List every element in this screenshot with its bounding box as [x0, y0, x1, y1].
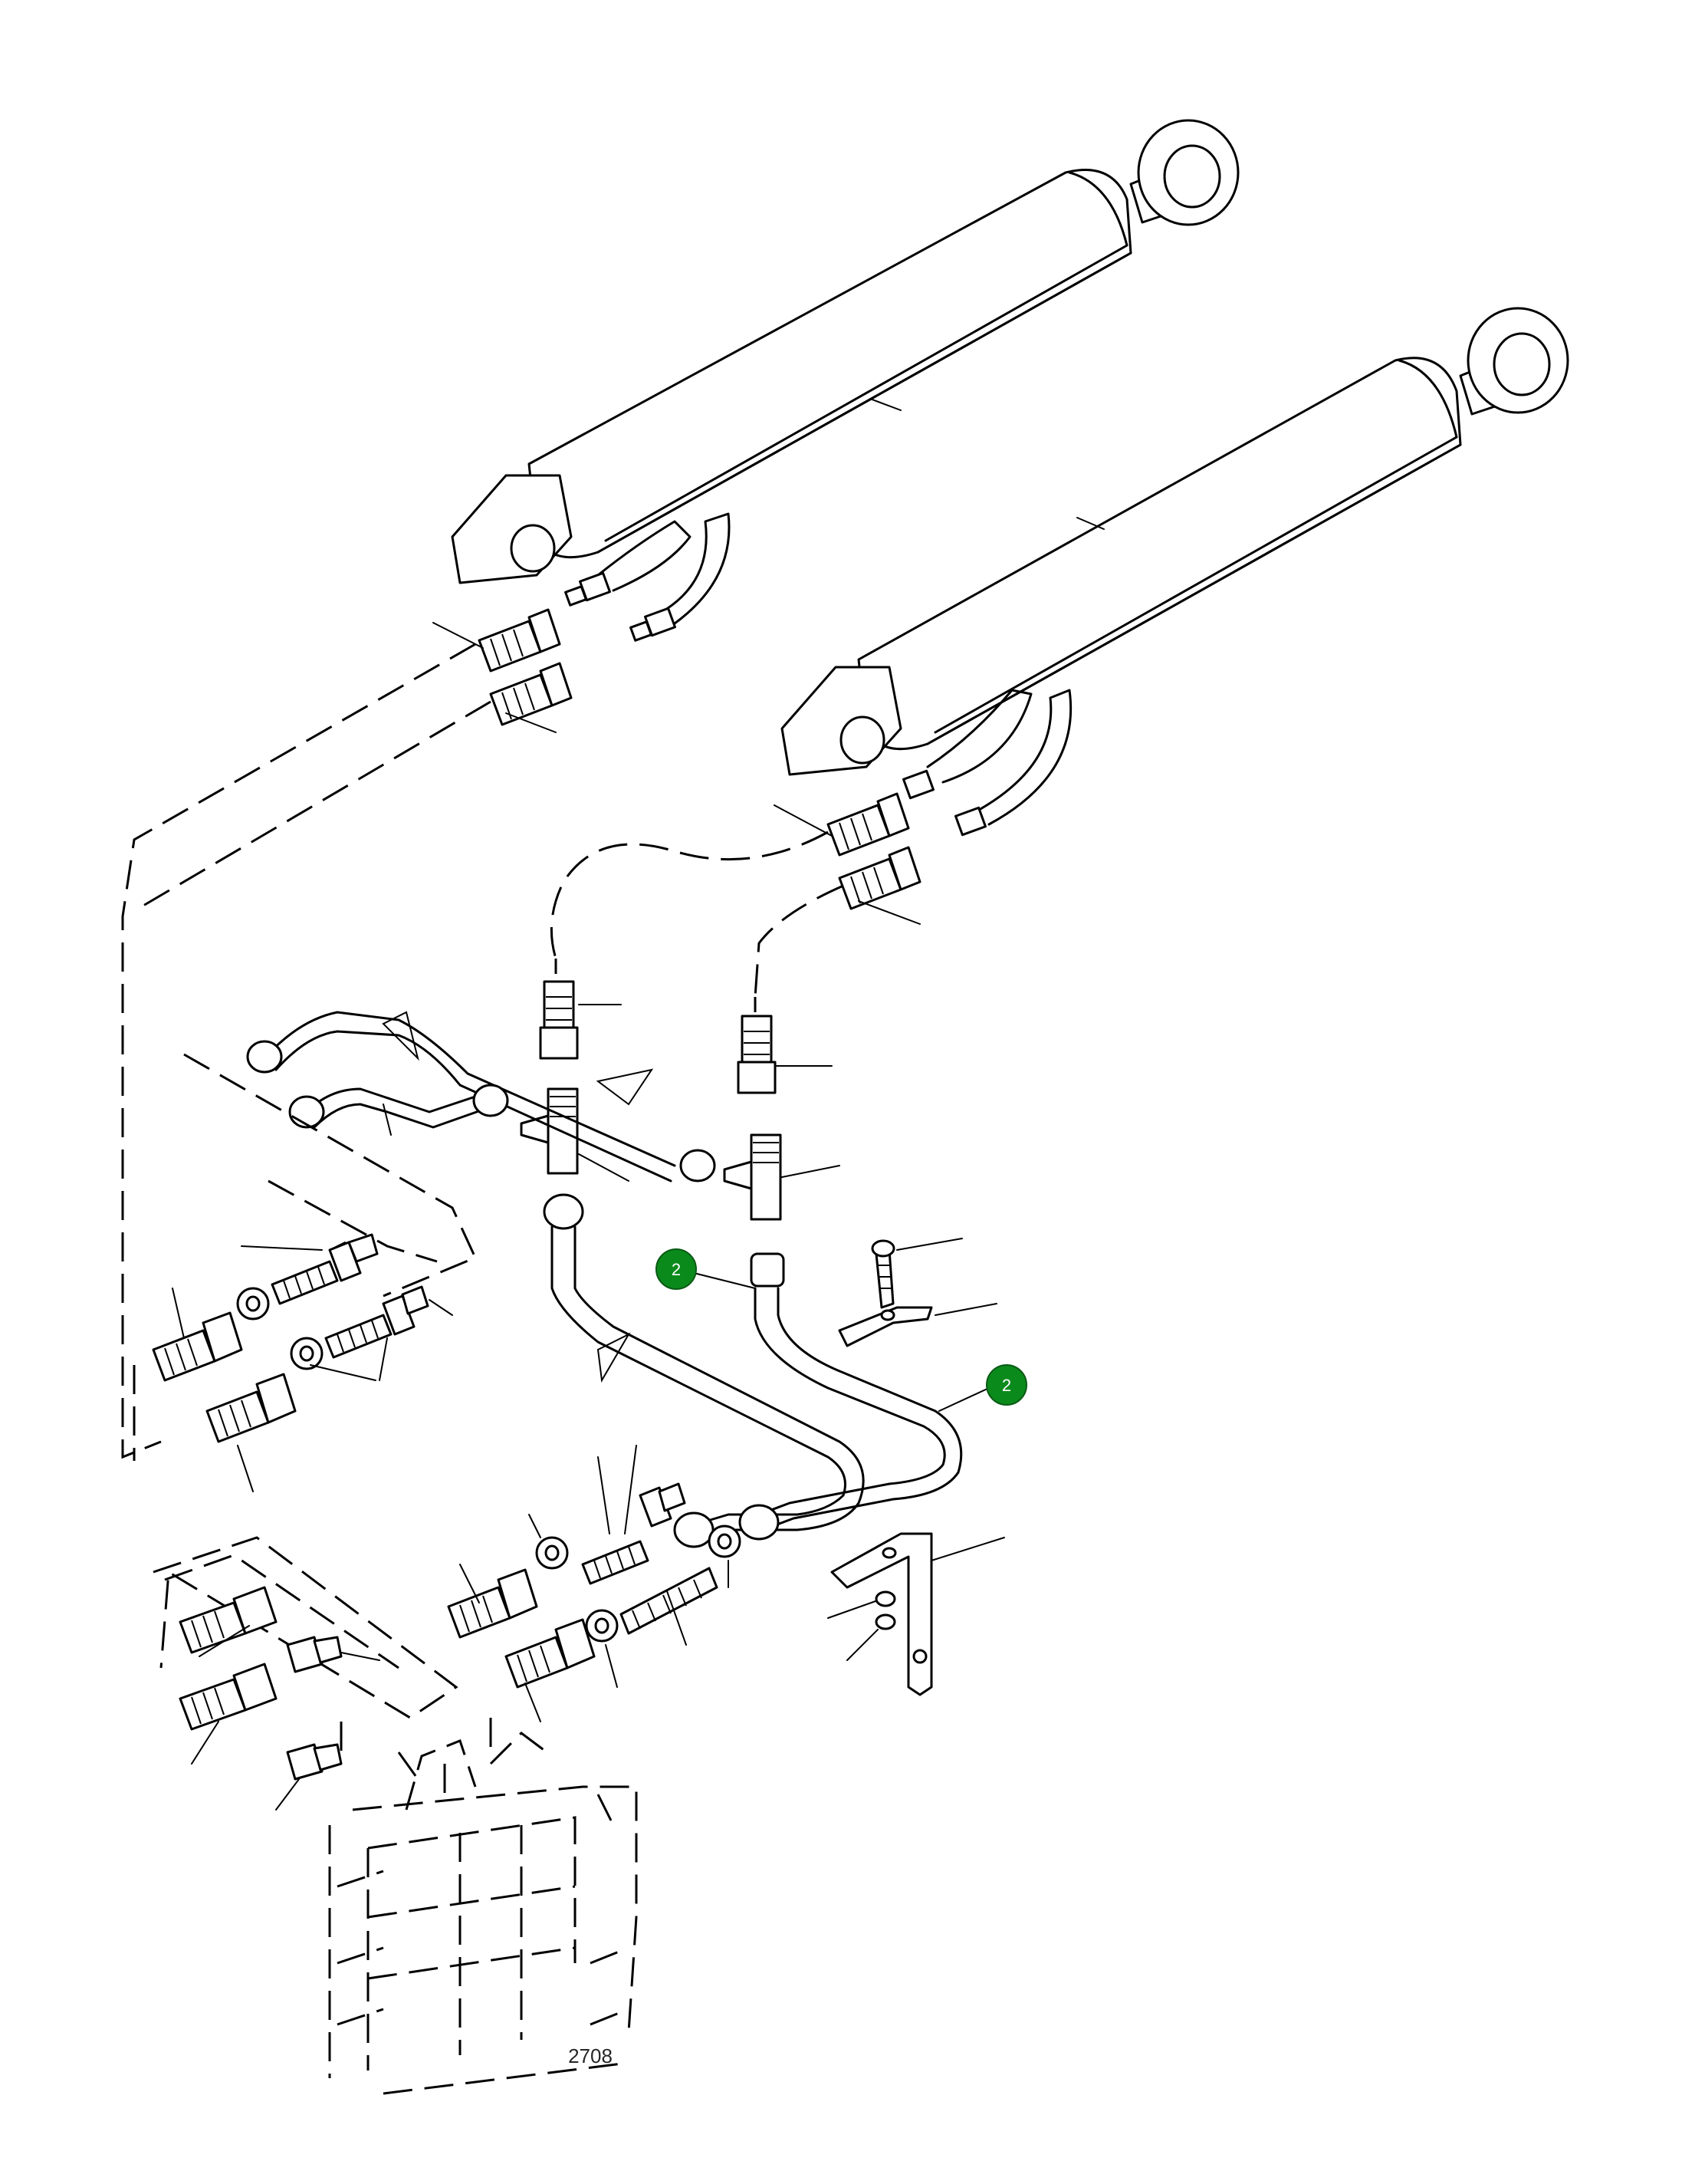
footer-fragment: 2708: [568, 2044, 613, 2067]
mounting-bracket: [830, 1532, 1005, 1696]
hose-route-dashed: [121, 643, 476, 1459]
hose-fitting-upper-2: [489, 662, 573, 733]
pipe-clamp: [838, 1303, 997, 1347]
hose-fitting-upper-3: [774, 792, 910, 857]
straight-connector: [275, 1743, 343, 1811]
tee-fitting-left: [520, 1087, 629, 1182]
straight-connector: [286, 1636, 380, 1673]
hose-route-dashed: [550, 831, 829, 959]
hose-fitting-bottom-1: [179, 1586, 278, 1657]
callout-label: 2: [1002, 1376, 1011, 1395]
washer: [236, 1287, 270, 1321]
washer-nut-stack: [827, 1590, 896, 1661]
vertical-hose-coupling-left: [539, 980, 622, 1060]
hose-fitting-left-1: [152, 1288, 243, 1382]
vertical-hose-coupling-right: [737, 1015, 833, 1094]
threaded-adapter: [581, 1445, 686, 1585]
rigid-pipe-assembly: [246, 1011, 963, 1548]
callout-label: 2: [672, 1260, 681, 1279]
hose-route-dashed: [183, 1053, 478, 1298]
cylinder-port-fitting: [954, 806, 987, 837]
threaded-adapter: [310, 1285, 453, 1381]
upper-hydraulic-cylinder: [451, 119, 1240, 642]
hose-fitting-upper-4: [838, 846, 921, 925]
cylinder-port-fitting: [629, 607, 676, 642]
hose-fitting-upper-1: [432, 608, 561, 673]
callout-badge[interactable]: 2: [655, 1248, 756, 1290]
hose-route-dashed: [137, 700, 491, 910]
washer: [708, 1525, 741, 1588]
control-valve-outline: [328, 1718, 638, 2095]
washer: [585, 1609, 619, 1688]
hose-route-dashed: [268, 1179, 438, 1263]
hose-route-dashed: [164, 1554, 399, 1669]
washer: [528, 1514, 569, 1570]
hose-route-dashed: [754, 884, 844, 998]
washer: [290, 1337, 324, 1370]
pipe-clamp-bolt: [871, 1238, 963, 1309]
hose-fitting-lower-2: [504, 1618, 596, 1722]
cylinder-port-fitting: [564, 571, 611, 607]
callout-badge[interactable]: 2: [938, 1364, 1027, 1412]
hose-fitting-left-2: [205, 1373, 297, 1492]
hose-fitting-bottom-2: [179, 1663, 278, 1765]
threaded-adapter: [619, 1567, 718, 1646]
cylinder-port-fitting: [902, 769, 935, 800]
lower-hydraulic-cylinder: [780, 307, 1569, 837]
hose-fitting-lower-1: [447, 1564, 538, 1639]
tee-fitting-right: [723, 1133, 840, 1221]
threaded-adapter: [241, 1233, 379, 1305]
hose-route-dashed: [153, 1536, 458, 1719]
